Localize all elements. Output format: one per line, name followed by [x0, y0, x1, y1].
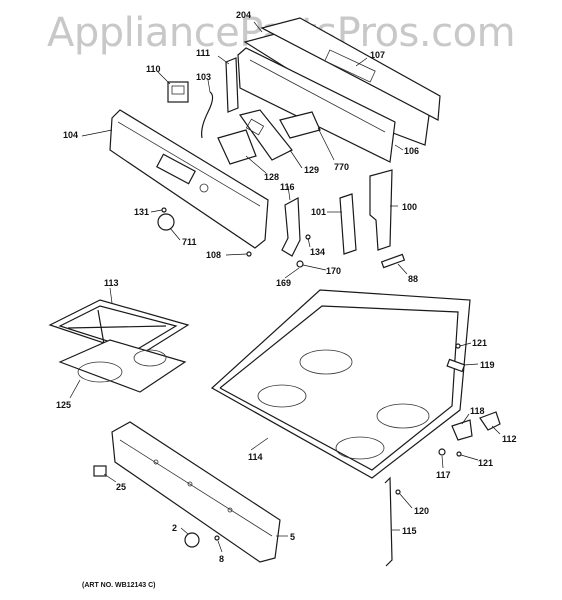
- label-119: 119: [480, 360, 495, 370]
- label-88: 88: [408, 274, 418, 284]
- label-104: 104: [63, 130, 78, 140]
- drip-pans-125: [58, 339, 187, 393]
- label-2: 2: [172, 523, 177, 533]
- part-8: [214, 535, 220, 541]
- label-204: 204: [236, 10, 251, 20]
- label-117: 117: [436, 470, 451, 480]
- wire-103: [201, 91, 214, 139]
- label-115: 115: [402, 526, 417, 536]
- label-711: 711: [182, 237, 197, 247]
- label-112: 112: [502, 434, 517, 444]
- label-170: 170: [326, 266, 341, 276]
- part-169: [296, 260, 304, 268]
- label-103: 103: [196, 72, 211, 82]
- control-panel-104: [109, 109, 269, 249]
- label-5: 5: [290, 532, 295, 542]
- knob-2: [184, 532, 200, 548]
- label-108: 108: [206, 250, 221, 260]
- label-113: 113: [104, 278, 119, 288]
- label-125: 125: [56, 400, 71, 410]
- manifold-panel-5: [111, 421, 281, 563]
- label-121-bottom: 121: [478, 458, 493, 468]
- clock-board: [217, 109, 321, 165]
- label-121-top: 121: [472, 338, 487, 348]
- end-cap-100: [369, 169, 393, 251]
- part-121-top: [455, 343, 461, 349]
- label-116: 116: [280, 182, 295, 192]
- label-100: 100: [402, 202, 417, 212]
- part-119: [446, 358, 466, 373]
- part-121-bottom: [456, 451, 462, 457]
- cooktop-114: [210, 289, 471, 479]
- leader-lines: [69, 21, 501, 553]
- knob-711: [157, 213, 175, 231]
- label-114: 114: [248, 452, 263, 462]
- rod-115: [384, 476, 393, 567]
- part-117: [438, 448, 446, 456]
- label-131: 131: [134, 207, 149, 217]
- label-107: 107: [370, 50, 385, 60]
- label-118: 118: [470, 406, 485, 416]
- part-112: [479, 411, 501, 431]
- label-120: 120: [414, 506, 429, 516]
- backsplash-panels: [237, 17, 441, 163]
- clip-25: [93, 465, 107, 477]
- bracket-111: [225, 57, 239, 113]
- label-134: 134: [310, 247, 325, 257]
- part-88: [380, 253, 406, 269]
- label-128: 128: [264, 172, 279, 182]
- label-106: 106: [404, 146, 419, 156]
- bracket-116: [281, 197, 301, 257]
- part-118: [451, 419, 473, 441]
- label-169: 169: [276, 278, 291, 288]
- label-101: 101: [311, 207, 326, 217]
- label-25: 25: [116, 482, 126, 492]
- art-number: (ART NO. WB12143 C): [82, 582, 156, 589]
- label-129: 129: [304, 165, 319, 175]
- part-131: [161, 207, 167, 213]
- label-111: 111: [196, 48, 210, 58]
- label-110: 110: [146, 64, 161, 74]
- hinge-101: [339, 193, 357, 255]
- label-770: 770: [334, 162, 349, 172]
- part-110: [167, 81, 189, 103]
- part-120: [395, 489, 401, 495]
- screw-108: [246, 251, 252, 257]
- label-8: 8: [219, 554, 224, 564]
